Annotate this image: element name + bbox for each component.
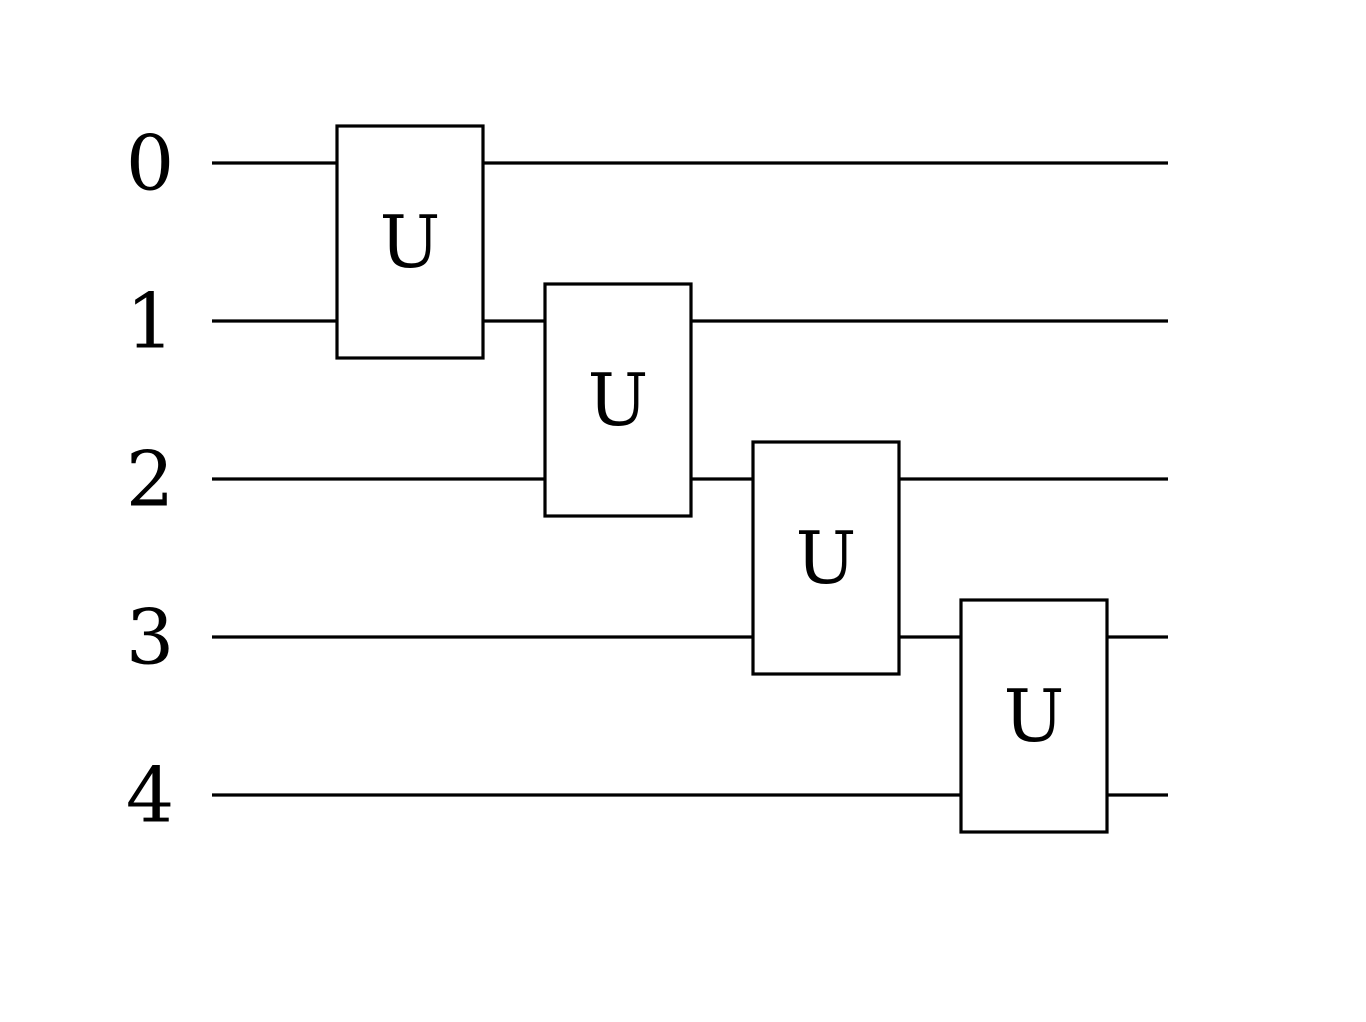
qubit-label-4: 4 [126, 751, 174, 840]
gate-u-3: U [959, 598, 1109, 834]
qubit-label-3: 3 [126, 593, 174, 682]
gate-label: U [588, 358, 649, 442]
qubit-labels: 0 1 2 3 4 [126, 119, 174, 840]
qubit-label-0: 0 [126, 119, 174, 208]
gate-u-0: U [335, 124, 485, 360]
gate-label: U [1004, 674, 1065, 758]
gate-box [335, 124, 485, 360]
gate-box [751, 440, 901, 676]
gate-label: U [380, 200, 441, 284]
gate-u-2: U [751, 440, 901, 676]
gate-box [543, 282, 693, 518]
gate-label: U [796, 516, 857, 600]
qubit-label-1: 1 [126, 277, 174, 366]
gate-box [959, 598, 1109, 834]
gate-u-1: U [543, 282, 693, 518]
qubit-label-2: 2 [126, 435, 174, 524]
gates: U U U U [335, 124, 1109, 834]
